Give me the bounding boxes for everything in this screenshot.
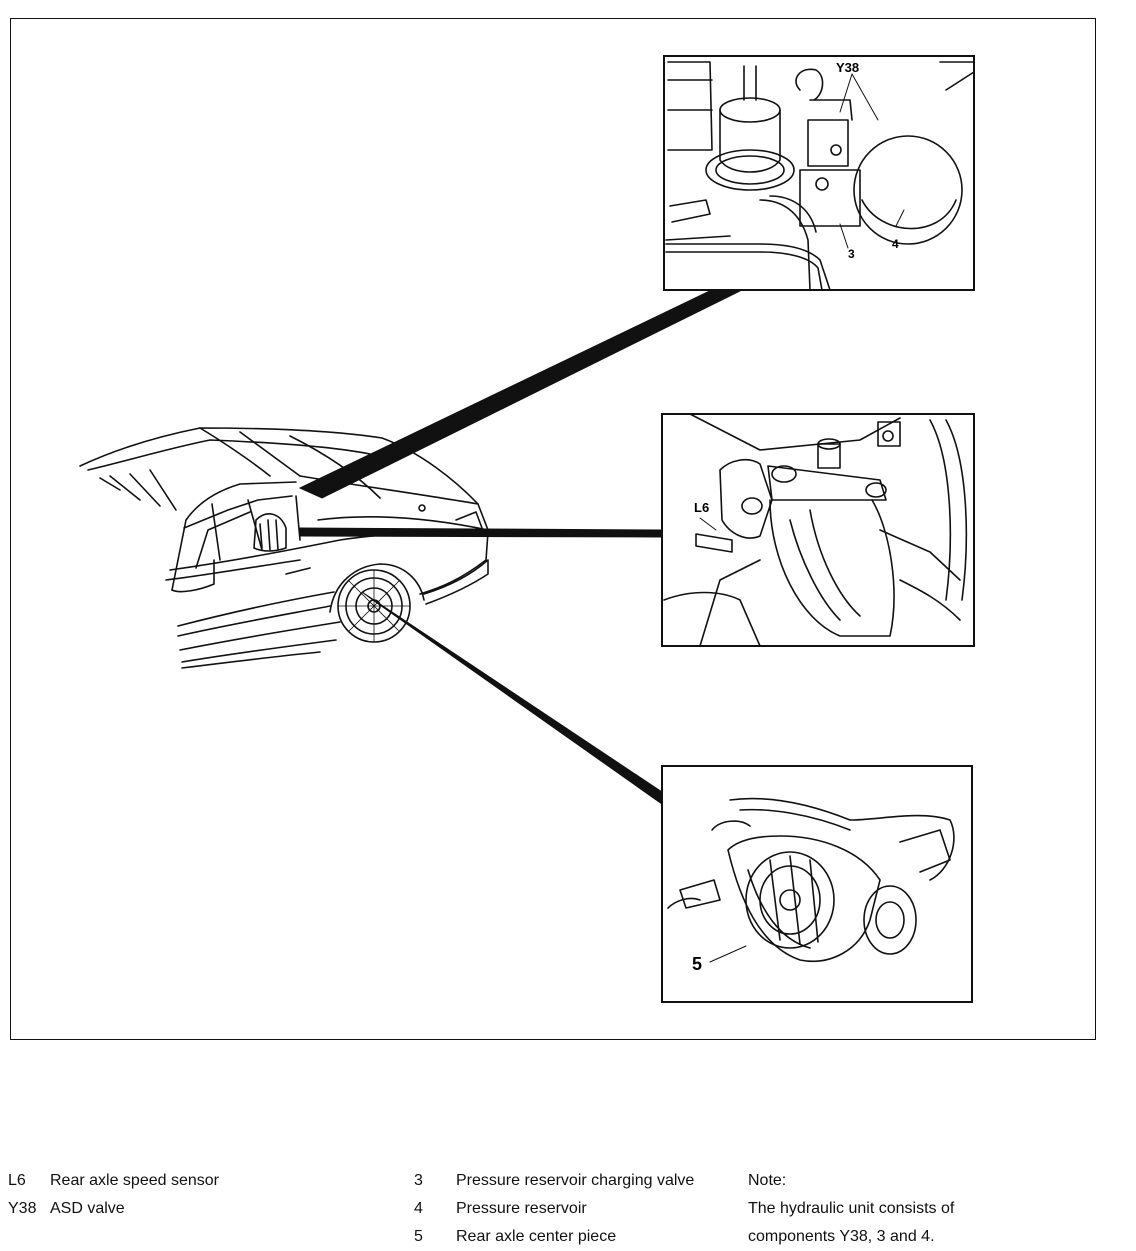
note-block: Note: The hydraulic unit consists of com…: [748, 1167, 954, 1251]
legend-item: Y38 ASD valve: [8, 1195, 219, 1223]
legend-item: L6 Rear axle speed sensor: [8, 1167, 219, 1195]
leader-line-inset-bottom: [361, 591, 663, 805]
legend-code: 3: [414, 1172, 423, 1189]
legend-left: L6 Rear axle speed sensor Y38 ASD valve: [8, 1167, 219, 1223]
legend-item: 3 Pressure reservoir charging valve: [414, 1167, 694, 1195]
legend-label: Rear axle center piece: [456, 1228, 617, 1245]
legend-item: 4 Pressure reservoir: [414, 1195, 694, 1223]
legend-code: 5: [414, 1228, 423, 1245]
legend-label: Rear axle speed sensor: [50, 1172, 219, 1189]
legend-code: L6: [8, 1172, 26, 1189]
callout-l6: L6: [694, 500, 709, 515]
note-line: The hydraulic unit consists of: [748, 1200, 955, 1217]
legend-label: Pressure reservoir charging valve: [456, 1172, 695, 1189]
callout-3: 3: [848, 247, 855, 261]
legend-code: Y38: [8, 1200, 37, 1217]
illustration: Y38 3 4: [79, 55, 975, 1003]
callout-5: 5: [692, 954, 702, 974]
legend-item: 5 Rear axle center piece: [414, 1223, 694, 1251]
inset-speed-sensor: L6: [661, 413, 975, 647]
inset-rear-axle-center: 5: [661, 765, 973, 1003]
car-drawing: [79, 427, 489, 669]
inset-hydraulic-unit: Y38 3 4: [663, 55, 975, 291]
note-line: components Y38, 3 and 4.: [748, 1228, 935, 1245]
diagram-frame: [10, 18, 1096, 1040]
legend-label: ASD valve: [50, 1200, 125, 1217]
legend-middle: 3 Pressure reservoir charging valve 4 Pres…: [414, 1167, 694, 1251]
legend-label: Pressure reservoir: [456, 1200, 587, 1217]
callout-4: 4: [892, 237, 899, 251]
legend-code: 4: [414, 1200, 423, 1217]
callout-y38: Y38: [836, 60, 859, 75]
note-title: Note:: [748, 1172, 787, 1189]
